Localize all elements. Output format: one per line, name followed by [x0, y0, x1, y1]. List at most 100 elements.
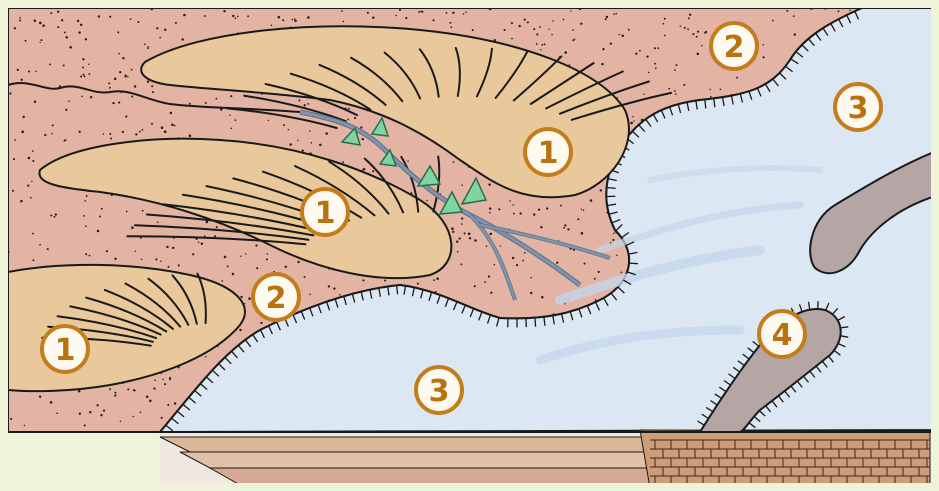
hatch-mark [629, 263, 638, 264]
stipple-dot [178, 264, 180, 266]
stipple-dot [516, 264, 518, 266]
stipple-dot [103, 133, 104, 134]
stipple-dot [446, 12, 448, 14]
stipple-dot [498, 208, 500, 210]
stipple-dot [27, 185, 29, 187]
stipple-dot [232, 273, 234, 275]
stipple-dot [362, 279, 364, 281]
stipple-dot [133, 416, 135, 418]
stipple-dot [159, 37, 161, 39]
stipple-dot [541, 296, 544, 299]
stipple-dot [142, 129, 144, 131]
stipple-dot [154, 380, 156, 382]
stipple-dot [118, 53, 120, 55]
badge-basin-top-right: 2 [711, 23, 757, 69]
stipple-dot [237, 16, 239, 18]
stipple-dot [99, 216, 101, 218]
stipple-dot [52, 124, 54, 126]
stipple-dot [456, 241, 458, 243]
stipple-dot [570, 10, 571, 11]
stipple-dot [19, 20, 21, 22]
stipple-dot [89, 411, 91, 413]
badge-basin-middle: 2 [253, 274, 299, 320]
stipple-dot [696, 36, 698, 38]
stipple-dot [106, 250, 108, 252]
stipple-dot [499, 245, 500, 246]
stipple-dot [675, 93, 677, 95]
stipple-dot [664, 35, 666, 37]
stipple-dot [42, 24, 45, 27]
badge-fan-top: 1 [525, 129, 571, 175]
stipple-dot [20, 200, 23, 203]
stipple-dot [229, 114, 230, 115]
stipple-dot [216, 226, 218, 228]
stipple-dot [319, 144, 322, 147]
stipple-dot [692, 33, 694, 35]
stipple-dot [551, 34, 553, 36]
stipple-dot [96, 404, 98, 406]
stipple-dot [490, 292, 492, 294]
stipple-dot [838, 10, 840, 12]
badge-label: 2 [724, 30, 745, 65]
stipple-dot [169, 377, 171, 379]
stipple-dot [564, 224, 566, 226]
stipple-dot [417, 283, 419, 285]
stipple-dot [135, 133, 137, 135]
stipple-dot [85, 225, 87, 227]
stipple-dot [616, 255, 617, 256]
stipple-dot [452, 12, 454, 14]
stipple-dot [248, 297, 251, 300]
stipple-dot [668, 88, 670, 90]
stipple-dot [655, 67, 657, 69]
stipple-dot [69, 46, 72, 49]
badge-lake-bottom: 3 [416, 367, 462, 413]
stipple-dot [395, 15, 397, 17]
stipple-dot [469, 237, 471, 239]
stipple-dot [108, 82, 110, 84]
stipple-dot [98, 15, 100, 17]
stipple-dot [115, 392, 117, 394]
stipple-dot [120, 420, 122, 422]
stipple-dot [109, 16, 111, 18]
stipple-dot [490, 233, 493, 236]
stipple-dot [140, 237, 142, 239]
stipple-dot [460, 263, 462, 265]
stipple-dot [86, 195, 88, 197]
stipple-dot [77, 20, 79, 22]
stipple-dot [325, 132, 328, 135]
stipple-dot [65, 109, 67, 111]
stipple-dot [294, 20, 296, 22]
stipple-dot [204, 15, 206, 17]
stipple-dot [25, 40, 27, 42]
stipple-dot [267, 253, 269, 255]
stipple-dot [57, 11, 59, 13]
stipple-dot [635, 52, 637, 54]
stipple-dot [235, 119, 237, 121]
stipple-dot [533, 28, 535, 30]
stipple-dot [348, 108, 350, 110]
stipple-dot [44, 134, 46, 136]
stipple-dot [68, 100, 70, 102]
stipple-dot [468, 233, 471, 236]
stipple-dot [536, 33, 538, 35]
stipple-dot [124, 75, 126, 77]
stipple-dot [21, 131, 24, 134]
stipple-dot [82, 66, 84, 68]
stipple-dot [606, 16, 608, 18]
stipple-dot [12, 190, 14, 192]
stipple-dot [278, 16, 281, 19]
stipple-dot [540, 226, 542, 228]
stipple-dot [227, 265, 229, 267]
stipple-dot [577, 218, 579, 220]
badge-label: 3 [429, 374, 450, 409]
stipple-dot [465, 11, 467, 13]
stipple-dot [540, 49, 542, 51]
stipple-dot [101, 208, 103, 210]
stipple-dot [432, 19, 434, 21]
stipple-dot [676, 64, 678, 66]
stipple-dot [141, 258, 143, 260]
stipple-dot [548, 29, 549, 30]
stipple-dot [684, 27, 686, 29]
stipple-dot [354, 117, 356, 119]
stipple-dot [522, 260, 524, 262]
